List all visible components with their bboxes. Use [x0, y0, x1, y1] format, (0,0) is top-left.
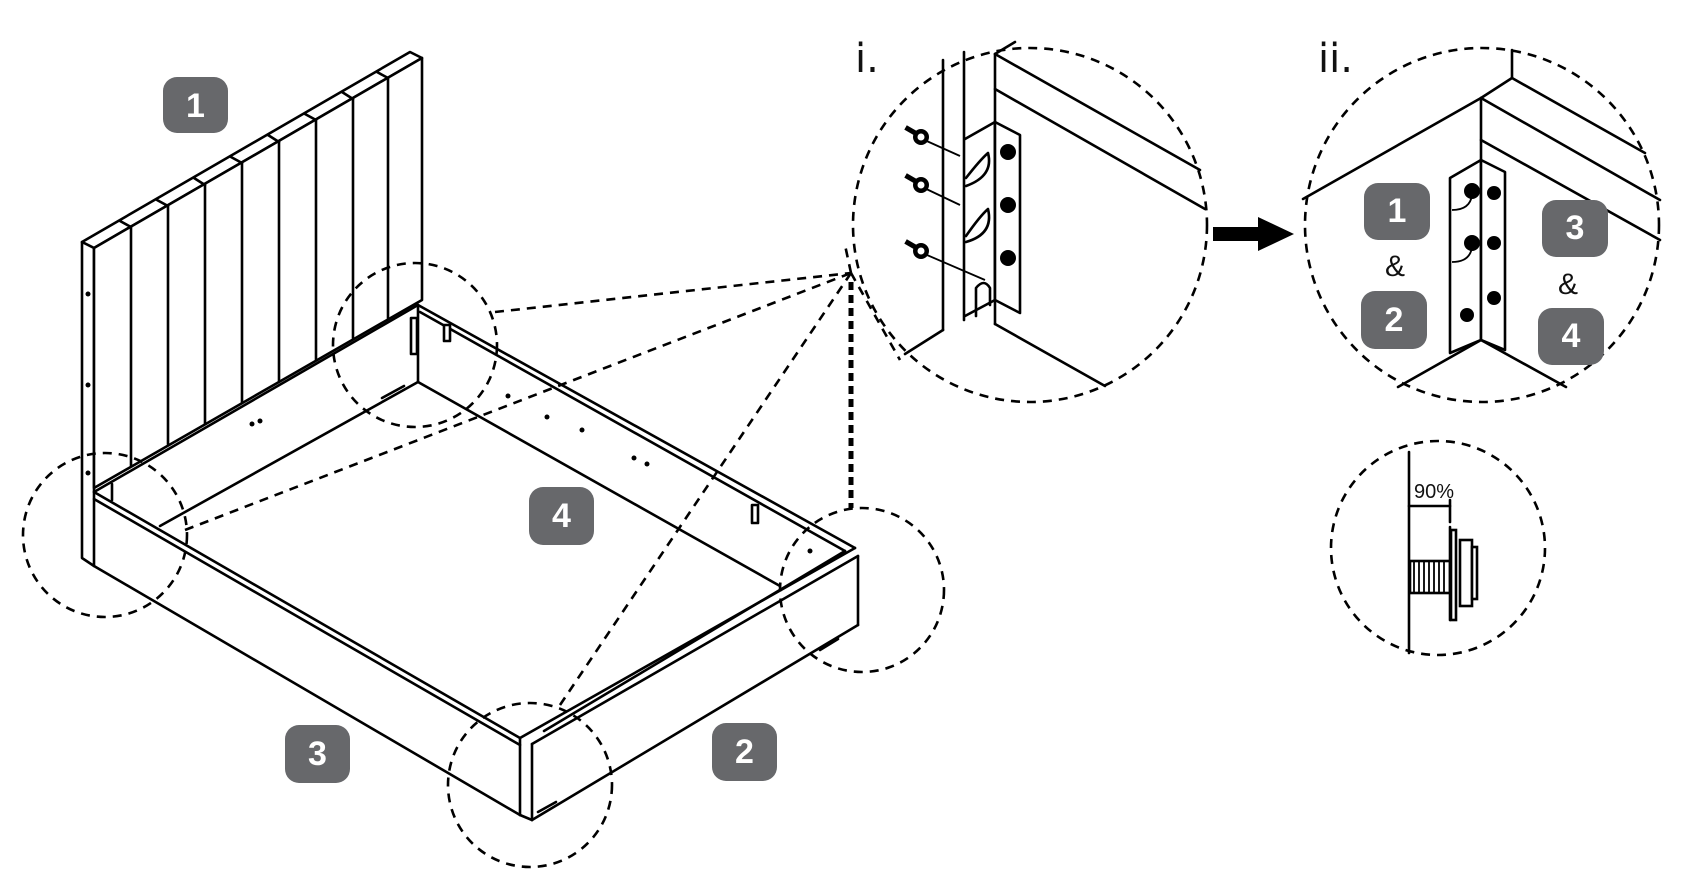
svg-text:1: 1 [186, 87, 205, 125]
badge-part-1: 1 [163, 77, 228, 133]
detail-ii-badge-3: 3 [1542, 200, 1608, 257]
detail-circle-right-corner [778, 506, 946, 674]
detail-i-label: i. [855, 36, 879, 82]
detail-ii-badge-4: 4 [1538, 308, 1604, 365]
detail-circle-front-corner [446, 701, 614, 869]
depth-percentage-label: 90% [1414, 481, 1454, 503]
ampersand-right: & [1558, 268, 1578, 301]
badge-part-3: 3 [285, 725, 350, 783]
detail-circle-back-corner [331, 261, 499, 429]
svg-text:2: 2 [1385, 301, 1404, 339]
detail-ii-badge-1: 1 [1364, 183, 1430, 240]
bed-illustration [21, 50, 946, 869]
screw-icon [904, 239, 986, 281]
svg-text:2: 2 [735, 733, 754, 771]
detail-circle-left-corner [21, 451, 189, 619]
screw-icon [904, 125, 961, 157]
bolt-depth-detail: 90% [1329, 439, 1547, 657]
screw-icon [904, 173, 961, 206]
bolt-detail-circle [1329, 439, 1547, 657]
svg-text:3: 3 [1566, 209, 1585, 247]
bed-base [92, 303, 860, 822]
leader-lines [184, 244, 902, 706]
headboard [80, 50, 424, 568]
svg-text:1: 1 [1388, 192, 1407, 230]
svg-text:4: 4 [552, 497, 571, 535]
detail-ii: ii. 1 & 2 3 & [1301, 36, 1662, 404]
ampersand-left: & [1385, 250, 1405, 283]
detail-ii-badge-2: 2 [1361, 291, 1427, 349]
detail-ii-label: ii. [1318, 36, 1353, 82]
arrow-right-icon [1213, 217, 1294, 251]
svg-text:3: 3 [308, 735, 327, 773]
detail-i: i. [851, 36, 1209, 404]
detail-i-circle [851, 46, 1209, 404]
badge-part-4: 4 [529, 487, 594, 545]
detail-ii-circle [1303, 46, 1661, 404]
bolt-icon [1408, 525, 1479, 622]
svg-text:4: 4 [1562, 317, 1581, 355]
badge-part-2: 2 [712, 723, 777, 781]
